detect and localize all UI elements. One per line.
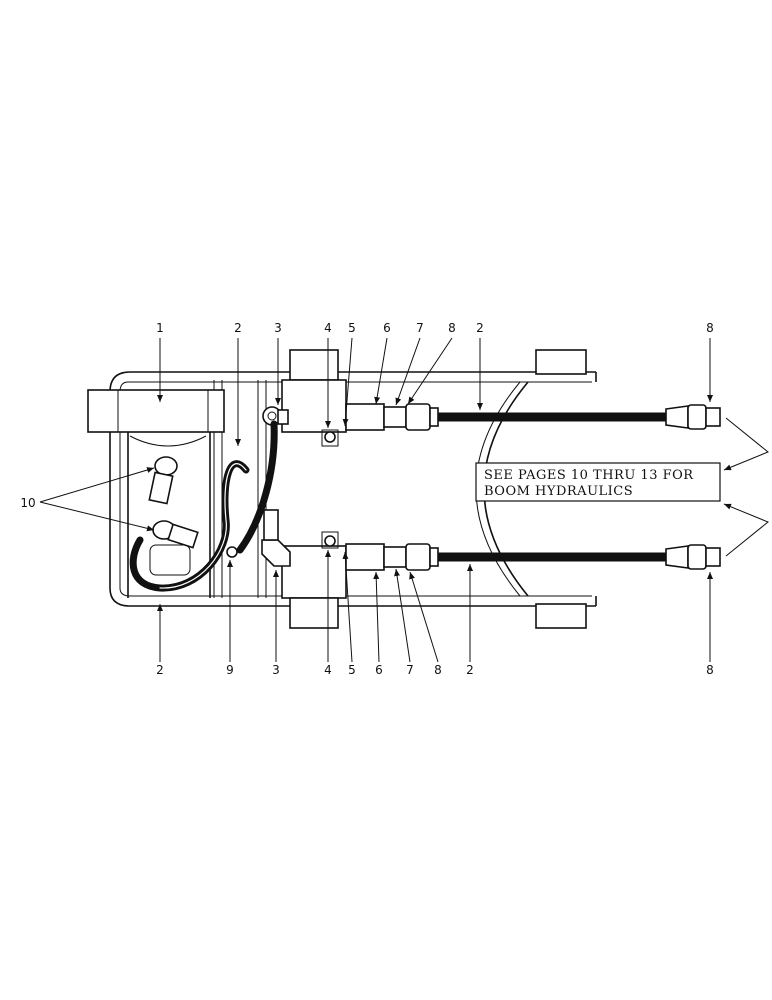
callout-6-top: 6 [383,321,391,335]
note-line-1: SEE PAGES 10 THRU 13 FOR [484,468,694,483]
callout-8b-bottom: 8 [706,663,714,677]
lower-valve-block [281,531,431,629]
boom-hydraulics-note: SEE PAGES 10 THRU 13 FOR BOOM HYDRAULICS [475,462,721,502]
reservoir-tank [87,389,225,598]
callout-3-top: 3 [274,321,282,335]
callout-4-top: 4 [324,321,332,335]
callout-6-bottom: 6 [375,663,383,677]
callout-7-top: 7 [416,321,424,335]
upper-valve-block [281,349,431,447]
left-callouts: 10 [20,467,155,532]
callout-8-top: 8 [448,321,456,335]
tank-fittings [148,456,199,549]
internal-hoses [129,420,278,592]
callout-5-top: 5 [348,321,356,335]
callout-4-bottom: 4 [324,663,332,677]
callout-8-bottom: 8 [434,663,442,677]
callout-8b-top: 8 [706,321,714,335]
callout-7-bottom: 7 [406,663,414,677]
callout-3-bottom: 3 [272,663,280,677]
top-callouts: 1 2 3 4 5 6 7 8 2 8 [156,321,714,446]
callout-2b-top: 2 [476,321,484,335]
callout-2b-bottom: 2 [466,663,474,677]
callout-2-top: 2 [234,321,242,335]
note-line-2: BOOM HYDRAULICS [484,484,633,499]
bottom-callouts: 2 9 3 4 5 6 7 8 2 8 [156,550,714,677]
callout-5-bottom: 5 [348,663,356,677]
callout-9-bottom: 9 [226,663,234,677]
lower-elbow-fitting [261,509,291,567]
note-bracket-arrows [723,417,769,557]
callout-10: 10 [20,496,35,510]
callout-2-bottom: 2 [156,663,164,677]
callout-1-top: 1 [156,321,164,335]
boom-hoses [429,404,721,570]
